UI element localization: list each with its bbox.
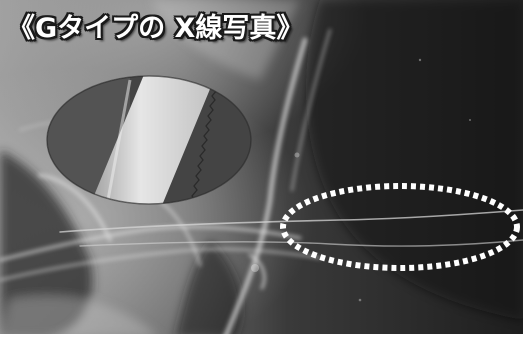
catheter-lines bbox=[59, 209, 523, 247]
magnified-inset bbox=[46, 75, 252, 205]
image-caption: 《Gタイプの X線写真》 bbox=[8, 13, 304, 44]
vessel-lines bbox=[0, 28, 332, 338]
needle-shaft bbox=[86, 76, 222, 204]
film-specks bbox=[251, 58, 471, 302]
highlight-ring bbox=[280, 183, 520, 271]
